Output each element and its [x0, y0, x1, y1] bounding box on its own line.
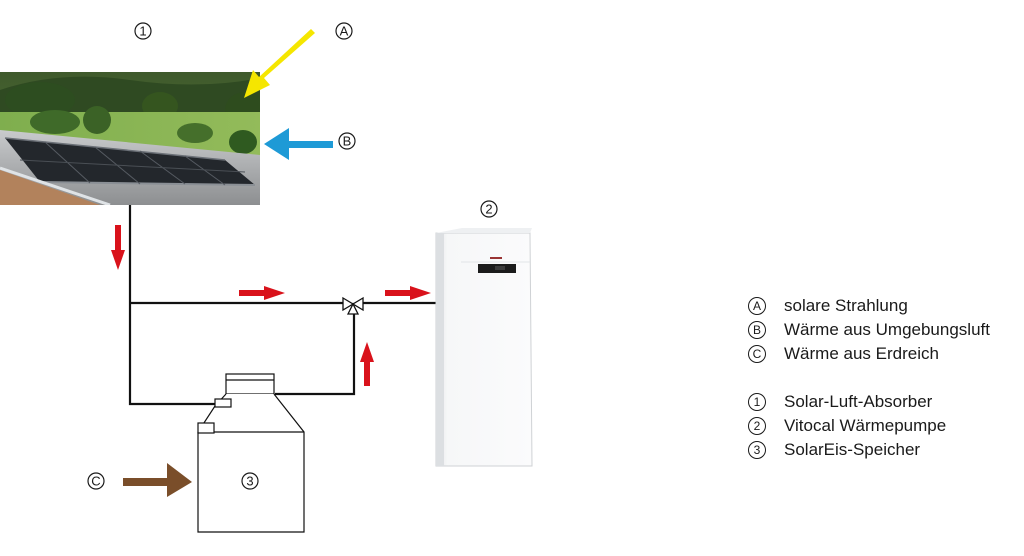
marker-ice-storage-label: 3	[246, 474, 253, 489]
legend-marker: A	[748, 297, 766, 315]
solar-air-absorber-photo	[0, 72, 260, 205]
three-way-valve	[342, 296, 364, 315]
pipe-network	[128, 205, 436, 406]
ambient-air-arrow-icon	[264, 128, 333, 160]
legend-item-absorber: 1 Solar-Luft-Absorber	[748, 390, 1024, 414]
marker-heat-pump-label: 2	[485, 202, 492, 217]
legend-marker: 2	[748, 417, 766, 435]
marker-air-label: B	[343, 134, 352, 149]
flow-arrow-down	[111, 225, 125, 270]
legend-item-solar: A solare Strahlung	[748, 294, 1024, 318]
legend-label: Wärme aus Umgebungsluft	[784, 320, 990, 339]
marker-ice-storage: 3	[241, 472, 259, 490]
legend-label: solare Strahlung	[784, 296, 908, 315]
legend-label: SolarEis-Speicher	[784, 440, 921, 459]
legend: A solare Strahlung B Wärme aus Umgebungs…	[748, 294, 1024, 462]
marker-air: B	[338, 132, 356, 150]
ice-storage-tank	[197, 373, 305, 533]
legend-marker: C	[748, 345, 766, 363]
legend-marker: 3	[748, 441, 766, 459]
marker-ground: C	[87, 472, 105, 490]
flow-arrow-right-heat-pump	[385, 286, 431, 300]
legend-marker: B	[748, 321, 766, 339]
legend-spacer	[748, 366, 1024, 390]
marker-absorber-label: 1	[139, 24, 146, 39]
pipe-storage-return	[275, 313, 356, 396]
heat-pump-unit	[435, 228, 533, 467]
legend-item-heat-pump: 2 Vitocal Wärmepumpe	[748, 414, 1024, 438]
pipe-absorber-down	[128, 205, 230, 406]
flow-arrows	[111, 225, 431, 386]
legend-item-ground: C Wärme aus Erdreich	[748, 342, 1024, 366]
marker-absorber: 1	[134, 22, 152, 40]
solar-radiation-arrow-icon	[244, 29, 315, 98]
legend-item-air: B Wärme aus Umgebungsluft	[748, 318, 1024, 342]
legend-label: Wärme aus Erdreich	[784, 344, 939, 363]
marker-heat-pump: 2	[480, 200, 498, 218]
flow-arrow-right-bypass	[239, 286, 285, 300]
legend-label: Solar-Luft-Absorber	[784, 392, 933, 411]
marker-solar: A	[335, 22, 353, 40]
heat-pump-logo	[490, 257, 502, 259]
ground-heat-arrow-icon	[123, 463, 192, 497]
marker-ground-label: C	[91, 474, 100, 489]
heat-source-arrows	[123, 29, 333, 497]
legend-marker: 1	[748, 393, 766, 411]
legend-label: Vitocal Wärmepumpe	[784, 416, 947, 435]
legend-item-ice-storage: 3 SolarEis-Speicher	[748, 438, 1024, 462]
marker-solar-label: A	[340, 24, 349, 39]
flow-arrow-up	[360, 342, 374, 386]
